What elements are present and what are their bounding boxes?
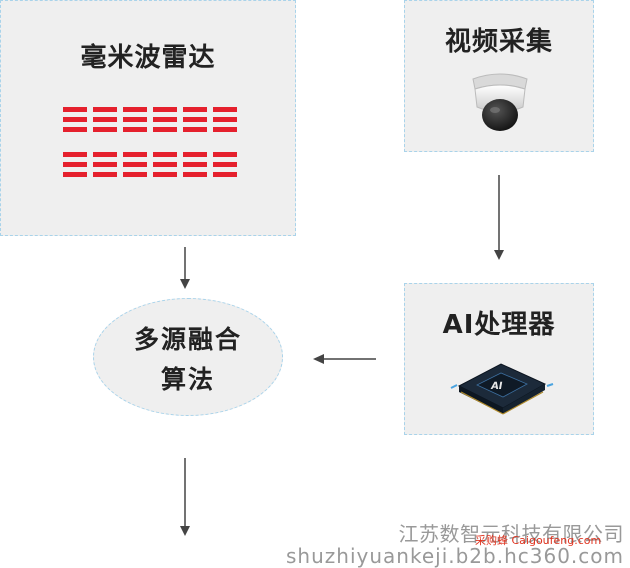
ai-chip-icon: AI	[450, 363, 554, 415]
radar-bar	[153, 127, 177, 132]
radar-bar-group	[123, 107, 147, 132]
radar-bar	[93, 152, 117, 157]
radar-bar	[123, 117, 147, 122]
radar-node: 毫米波雷达	[0, 0, 296, 236]
watermark-site: 采购蜂 Caigoufeng.com	[475, 534, 602, 547]
radar-bar-group	[213, 107, 237, 132]
radar-bar	[153, 117, 177, 122]
radar-bar-group	[183, 107, 207, 132]
radar-bar	[63, 172, 87, 177]
radar-bar	[183, 127, 207, 132]
radar-bar-group	[93, 152, 117, 177]
watermark-domain: shuzhiyuankeji.b2b.hc360.com	[286, 544, 624, 568]
radar-bar-group	[63, 152, 87, 177]
radar-bar	[123, 152, 147, 157]
radar-bar-group	[153, 107, 177, 132]
radar-bar	[213, 152, 237, 157]
radar-bar	[123, 172, 147, 177]
radar-bar	[153, 162, 177, 167]
watermark-company: 江苏数智元科技有限公司	[398, 522, 624, 546]
radar-bar	[213, 127, 237, 132]
radar-bar-group	[183, 152, 207, 177]
radar-bar	[213, 107, 237, 112]
radar-bar	[183, 172, 207, 177]
radar-bar-group	[153, 152, 177, 177]
ai-title: AI处理器	[442, 310, 556, 340]
video-title: 视频采集	[444, 27, 553, 57]
radar-bar	[213, 117, 237, 122]
radar-bar-group	[213, 152, 237, 177]
dome-camera-icon	[472, 73, 528, 131]
radar-bar	[63, 162, 87, 167]
radar-bar	[93, 117, 117, 122]
fusion-title-line1: 多源融合	[133, 325, 242, 354]
ai-chip-label: AI	[490, 381, 503, 392]
radar-bar	[93, 107, 117, 112]
radar-bar	[183, 162, 207, 167]
radar-bar	[183, 152, 207, 157]
fusion-algorithm-node: 多源融合 算法	[93, 298, 283, 416]
ai-processor-node: AI处理器 AI	[404, 283, 594, 435]
radar-bar	[183, 117, 207, 122]
radar-bar	[213, 162, 237, 167]
radar-bar	[93, 127, 117, 132]
fusion-title-line2: 算法	[160, 365, 215, 394]
radar-bar	[153, 107, 177, 112]
radar-bar	[63, 152, 87, 157]
radar-bar	[183, 107, 207, 112]
radar-bar	[93, 162, 117, 167]
radar-bar	[63, 117, 87, 122]
radar-bar	[123, 162, 147, 167]
radar-bar	[123, 107, 147, 112]
radar-bars-icon	[63, 107, 237, 177]
radar-bar	[63, 127, 87, 132]
radar-bar	[63, 107, 87, 112]
radar-bar	[213, 172, 237, 177]
radar-bar-group	[123, 152, 147, 177]
radar-bar-group	[93, 107, 117, 132]
radar-bar	[93, 172, 117, 177]
radar-title: 毫米波雷达	[80, 43, 216, 73]
radar-bar	[153, 152, 177, 157]
radar-bar	[153, 172, 177, 177]
video-node: 视频采集	[404, 0, 594, 152]
radar-bar	[123, 127, 147, 132]
radar-bar-group	[63, 107, 87, 132]
